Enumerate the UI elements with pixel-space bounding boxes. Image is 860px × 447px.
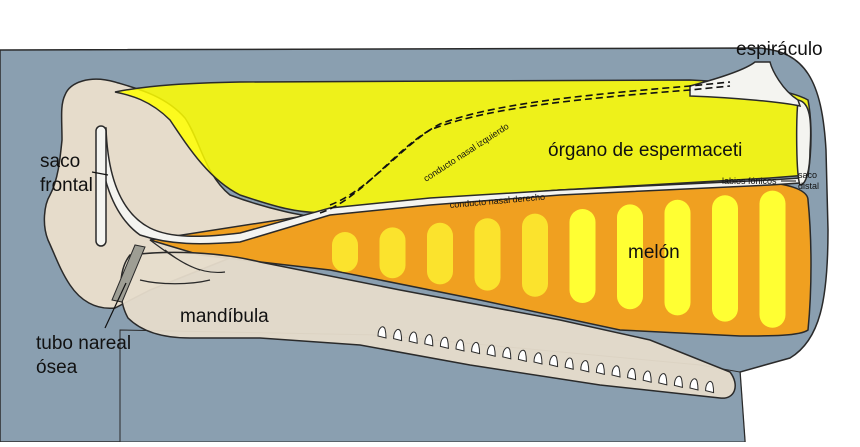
- frontal-sac-label-1: saco: [40, 151, 80, 172]
- mandible-tooth: [471, 341, 481, 355]
- blowhole-label: espiráculo: [736, 39, 823, 60]
- mandible-tooth: [486, 344, 496, 357]
- mandible-tooth: [611, 365, 621, 378]
- mandible-tooth: [424, 334, 434, 347]
- left-nasal-passage-line: [319, 85, 731, 214]
- bony-nares-label-2: ósea: [36, 357, 78, 378]
- melon-lens: [474, 218, 501, 291]
- melon-lens: [759, 190, 786, 328]
- mandible-tooth: [658, 373, 668, 386]
- melon-lens: [332, 232, 358, 272]
- melon-lens: [427, 222, 453, 285]
- mandible-tooth: [689, 378, 699, 391]
- mandible-tooth: [673, 375, 683, 389]
- mandible-tooth: [627, 367, 637, 381]
- bony-nares-leader: [104, 282, 127, 329]
- melon-lens: [522, 213, 548, 297]
- blowhole-canal: [689, 61, 802, 107]
- mandible-tooth: [595, 362, 605, 376]
- mandible-tooth: [408, 331, 418, 344]
- spermaceti-organ-label: órgano de espermaceti: [548, 140, 742, 161]
- mandible-tooth: [517, 349, 527, 363]
- melon-lens: [712, 195, 738, 322]
- mandible-tooth: [439, 336, 449, 350]
- mandible-tooth: [642, 370, 652, 383]
- melon-lenses: [332, 190, 786, 328]
- frontal-sac-leader: [91, 171, 109, 176]
- mandible-tooth: [455, 339, 465, 352]
- distal-sac: [795, 99, 812, 186]
- frontal-sac: [95, 125, 107, 247]
- mandible-label: mandíbula: [180, 306, 269, 327]
- mandible-tooth: [549, 354, 559, 368]
- mandible-tooth: [580, 360, 590, 373]
- mandible-tooth: [533, 352, 543, 365]
- distal-sac-label-2: distal: [798, 181, 819, 191]
- frontal-sac-label-2: frontal: [40, 175, 93, 196]
- melon-label: melón: [628, 242, 680, 263]
- melon-lens: [664, 199, 691, 316]
- melon-lens: [379, 227, 406, 279]
- mandible-tooth: [502, 347, 512, 360]
- mandible-tooth: [564, 357, 574, 370]
- mandible-bone: [120, 251, 736, 399]
- mandible-tooth: [393, 328, 403, 342]
- mandible-tooth: [377, 326, 387, 339]
- skull-jaw-detail: [139, 239, 226, 285]
- melon-lens: [617, 204, 643, 310]
- mandible-tooth: [705, 380, 715, 394]
- mandible-teeth: [377, 326, 715, 394]
- distal-sac-label-1: saco: [798, 170, 817, 180]
- phonic-lips-label: labios fónicos: [722, 176, 777, 186]
- melon-lens: [569, 209, 596, 303]
- bony-nares-tube: [111, 244, 146, 303]
- bony-nares-label-1: tubo nareal: [36, 333, 131, 354]
